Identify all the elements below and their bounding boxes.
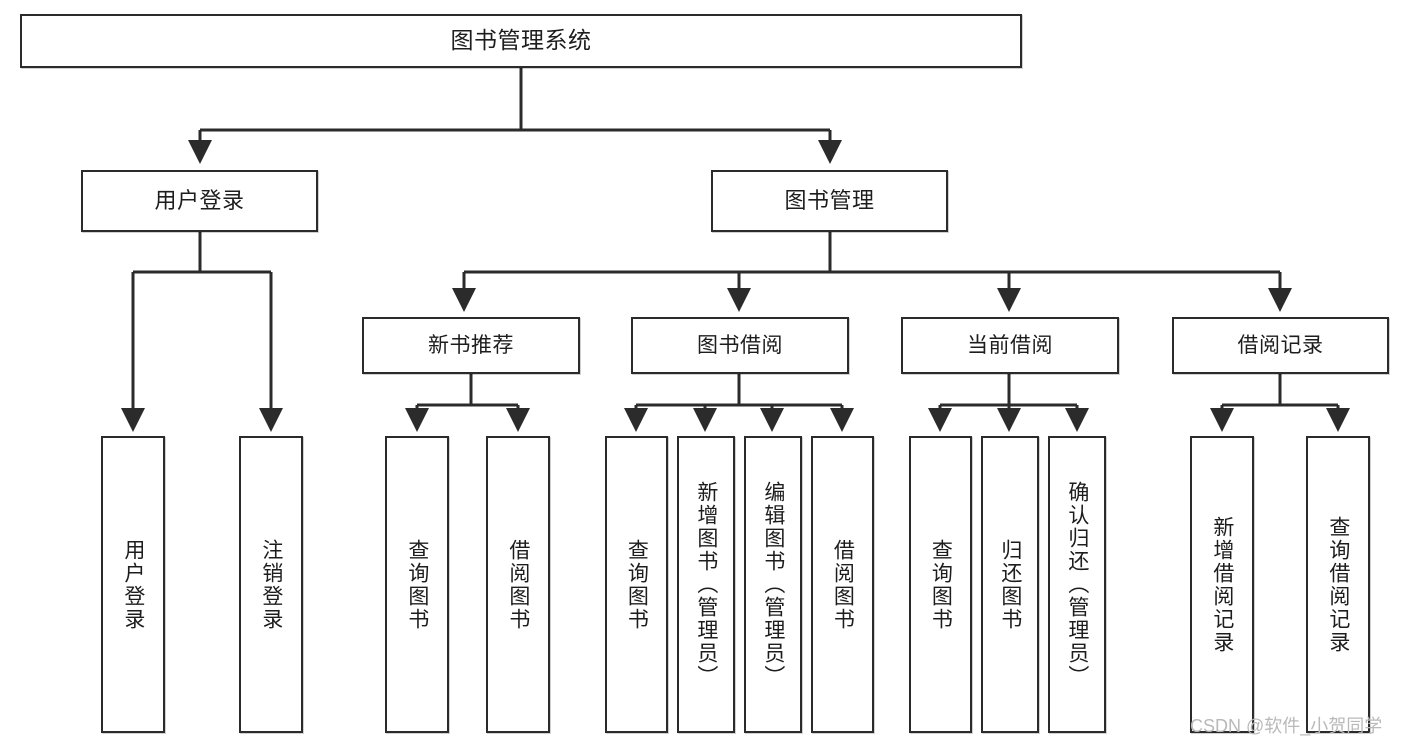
node-label: 借阅图书 <box>506 538 530 631</box>
leaf-record-query-record[interactable]: 查询借阅记录 <box>1306 436 1370 733</box>
leaf-user-login-logout[interactable]: 注销登录 <box>239 436 303 733</box>
node-borrow-record[interactable]: 借阅记录 <box>1172 317 1389 374</box>
leaf-borrow-edit-book-admin[interactable]: 编辑图书（管理员） <box>744 436 802 733</box>
node-root-system[interactable]: 图书管理系统 <box>20 14 1022 68</box>
node-label: 图书管理系统 <box>450 27 592 54</box>
node-current-borrow[interactable]: 当前借阅 <box>901 317 1119 374</box>
node-label: 图书管理 <box>784 187 875 213</box>
csdn-watermark: CSDN @软件_小贺同学 <box>1190 716 1383 736</box>
node-label: 查询借阅记录 <box>1326 515 1350 654</box>
node-label: 用户登录 <box>154 187 245 213</box>
node-label: 编辑图书（管理员） <box>761 481 785 688</box>
node-book-borrow[interactable]: 图书借阅 <box>631 317 849 374</box>
leaf-record-add-record[interactable]: 新增借阅记录 <box>1190 436 1254 733</box>
node-label: 新增借阅记录 <box>1210 515 1234 654</box>
leaf-new-book-borrow[interactable]: 借阅图书 <box>486 436 550 733</box>
node-label: 查询图书 <box>405 538 429 631</box>
node-label: 新书推荐 <box>428 333 514 357</box>
node-label: 借阅图书 <box>831 538 855 631</box>
leaf-borrow-add-book-admin[interactable]: 新增图书（管理员） <box>677 436 735 733</box>
leaf-current-confirm-return-admin[interactable]: 确认归还（管理员） <box>1048 436 1106 733</box>
leaf-borrow-query-book[interactable]: 查询图书 <box>605 436 668 733</box>
node-label: 查询图书 <box>625 538 649 631</box>
node-label: 用户登录 <box>121 538 145 631</box>
node-label: 查询图书 <box>929 538 953 631</box>
node-book-management[interactable]: 图书管理 <box>711 170 948 232</box>
leaf-current-return-book[interactable]: 归还图书 <box>981 436 1039 733</box>
node-label: 归还图书 <box>998 538 1022 631</box>
leaf-borrow-borrow-book[interactable]: 借阅图书 <box>811 436 874 733</box>
leaf-new-book-query[interactable]: 查询图书 <box>385 436 449 733</box>
node-label: 当前借阅 <box>967 333 1053 357</box>
node-label: 确认归还（管理员） <box>1065 481 1089 688</box>
node-label: 注销登录 <box>259 538 283 631</box>
node-new-book-recommend[interactable]: 新书推荐 <box>362 317 580 374</box>
node-user-login[interactable]: 用户登录 <box>81 170 318 232</box>
node-label: 借阅记录 <box>1237 333 1324 357</box>
leaf-current-query-book[interactable]: 查询图书 <box>909 436 972 733</box>
node-label: 新增图书（管理员） <box>694 481 718 688</box>
leaf-user-login-login[interactable]: 用户登录 <box>101 436 165 733</box>
node-label: 图书借阅 <box>697 333 783 357</box>
